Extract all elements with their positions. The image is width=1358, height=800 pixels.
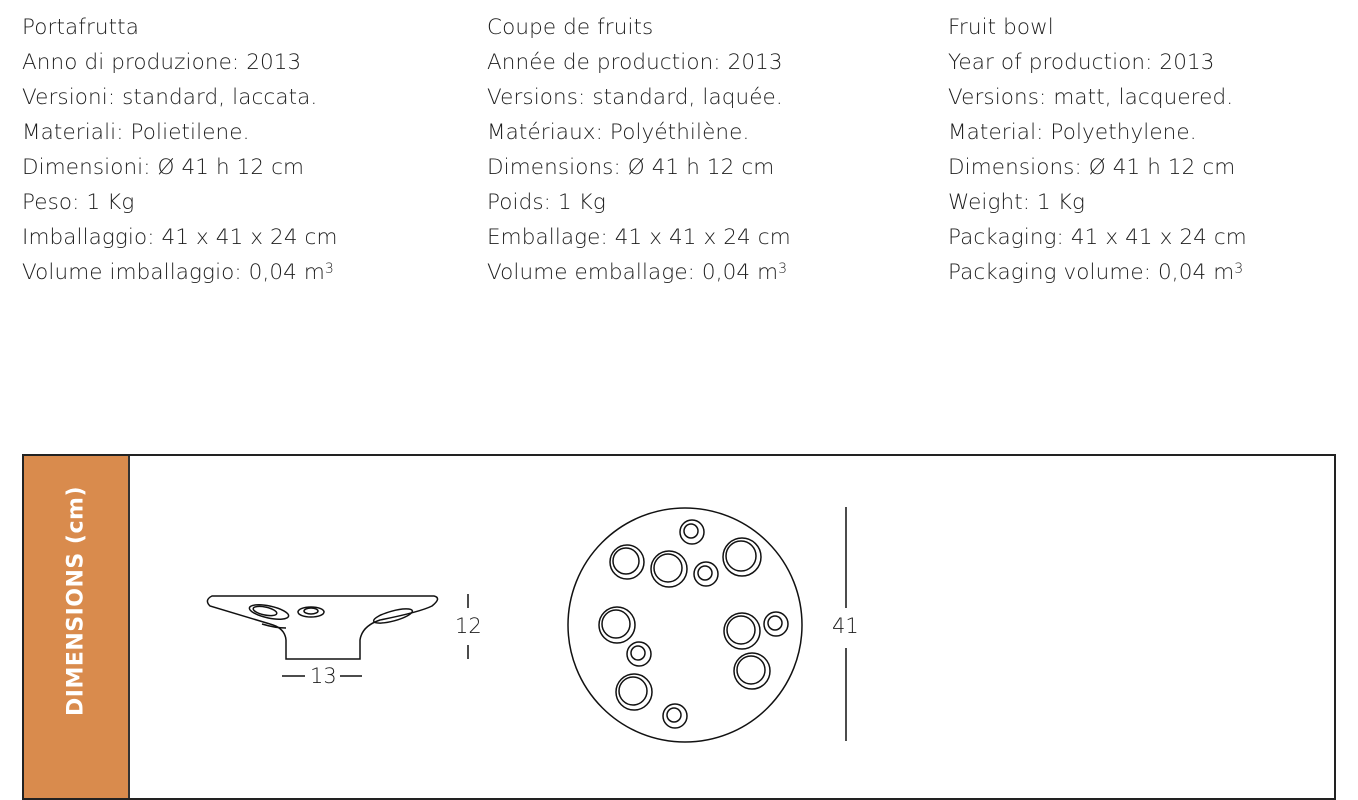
hole [683,523,699,539]
spec-line: Dimensioni: Ø 41 h 12 cm [22,155,305,180]
unit-exponent: 3 [1234,261,1244,277]
spec-line: Matériaux: Polyéthilène. [487,120,750,145]
hole [653,553,683,583]
spec-line: Versioni: standard, laccata. [22,85,318,110]
side-view-drawing [206,594,469,677]
hole [733,652,771,690]
volume-text: Packaging volume: 0,04 m [948,260,1235,285]
spec-line: Année de production: 2013 [487,50,783,75]
spec-line: Versions: matt, lacquered. [948,85,1234,110]
volume-text: Volume emballage: 0,04 m [487,260,779,285]
spec-line: Year of production: 2013 [948,50,1215,75]
unit-exponent: 3 [324,261,334,277]
hole [662,703,688,729]
hole [693,561,719,587]
diameter-label: 41 [832,614,859,638]
hole [630,645,646,661]
hole [666,707,682,723]
hole [598,606,636,644]
volume-text: Volume imballaggio: 0,04 m [22,260,325,285]
spec-line: Packaging: 41 x 41 x 24 cm [948,225,1247,250]
height-label: 12 [455,614,482,638]
spec-volume: Volume imballaggio: 0,04 m3 [22,255,338,290]
hole [679,519,705,545]
hole [723,612,761,650]
hole [763,611,789,637]
dimensions-sidebar: DIMENSIONS (cm) [24,456,130,798]
hole [767,615,783,631]
hole [726,615,756,645]
spec-line: Poids: 1 Kg [487,190,606,215]
spec-line: Peso: 1 Kg [22,190,135,215]
spec-line: Fruit bowl [948,15,1054,40]
hole [697,565,713,581]
hole [609,544,645,580]
spec-line: Imballaggio: 41 x 41 x 24 cm [22,225,338,250]
spec-line: Weight: 1 Kg [948,190,1085,215]
spec-line: Versions: standard, laquée. [487,85,783,110]
spec-line: Coupe de fruits [487,15,654,40]
base-width-label: 13 [310,664,337,688]
unit-exponent: 3 [778,261,788,277]
hole [601,609,631,639]
spec-volume: Packaging volume: 0,04 m3 [948,255,1247,290]
hole [626,641,652,667]
hole [612,547,640,575]
spec-line: Material: Polyethylene. [948,120,1197,145]
spec-volume: Volume emballage: 0,04 m3 [487,255,791,290]
spec-line: Materiali: Polietilene. [22,120,250,145]
spec-line: Emballage: 41 x 41 x 24 cm [487,225,791,250]
hole [725,540,757,572]
spec-line: Portafrutta [22,15,139,40]
hole [722,537,762,577]
spec-line: Dimensions: Ø 41 h 12 cm [948,155,1236,180]
spec-line: Dimensions: Ø 41 h 12 cm [487,155,775,180]
hole [650,550,688,588]
spec-line: Anno di produzione: 2013 [22,50,302,75]
hole [736,655,766,685]
hole [615,673,653,711]
top-view-drawing [567,507,847,743]
hole [618,676,648,706]
